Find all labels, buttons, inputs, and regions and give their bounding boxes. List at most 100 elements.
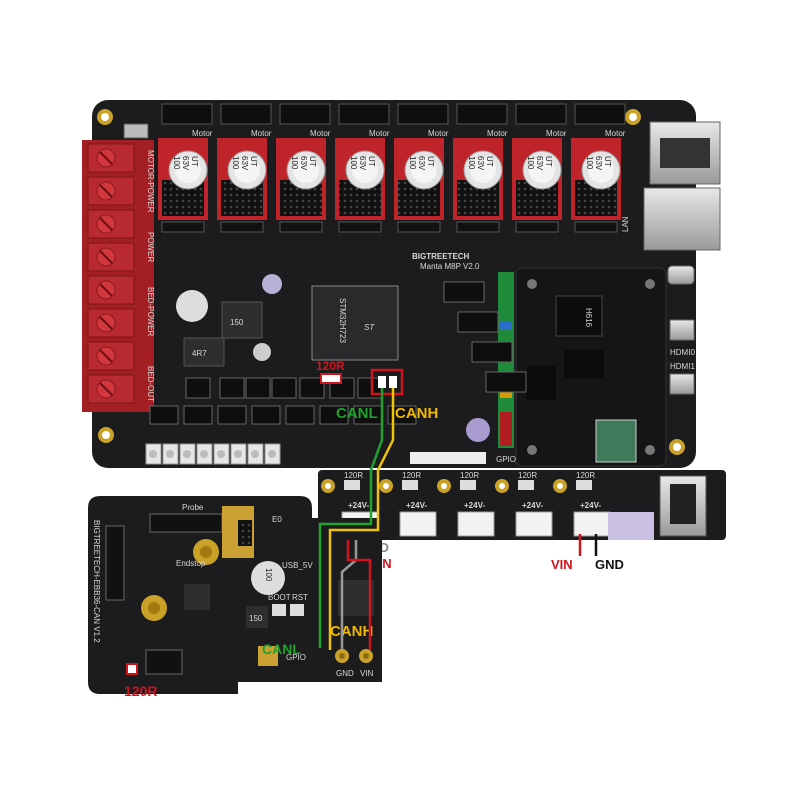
adapter-connector[interactable]	[399, 511, 437, 537]
usb-port-stack[interactable]	[643, 187, 721, 251]
endstop-header[interactable]	[443, 281, 485, 303]
motor-header[interactable]: Motor	[220, 103, 272, 138]
adapter-jumper[interactable]	[576, 480, 592, 490]
brand-text: BIGTREETECH	[412, 252, 470, 261]
motor-label: Motor	[310, 129, 331, 138]
wire-vin	[346, 540, 372, 650]
screw-terminal	[338, 580, 374, 616]
adapter-board: 120R+24V-120R+24V-120R+24V-120R+24V-120R…	[318, 470, 726, 540]
terminal-label-power: POWER	[146, 232, 155, 262]
bottom-terminal[interactable]	[264, 443, 281, 465]
terminal-screw[interactable]	[87, 308, 135, 338]
probe-header[interactable]	[149, 513, 223, 533]
tool-120r-jumper[interactable]	[126, 663, 138, 675]
bottom-terminal[interactable]	[179, 443, 196, 465]
terminal-screw[interactable]	[87, 242, 135, 272]
driver-cap-text: UT	[190, 156, 199, 167]
adapter-jumper[interactable]	[460, 480, 476, 490]
terminal-screw[interactable]	[87, 374, 135, 404]
right-gnd-label: GND	[595, 557, 624, 572]
motor-header[interactable]: Motor	[456, 103, 508, 138]
io-header[interactable]	[217, 405, 247, 425]
fan-header[interactable]	[245, 377, 271, 399]
adapter-voltage-label: +24V-	[522, 501, 543, 510]
adapter-jumper[interactable]	[402, 480, 418, 490]
fan-header[interactable]	[299, 377, 325, 399]
driver-cap-text: UT	[367, 156, 376, 167]
motor-label: Motor	[546, 129, 567, 138]
endstop-header[interactable]	[485, 371, 527, 393]
adapter-connector[interactable]	[573, 511, 611, 537]
bottom-terminal[interactable]	[230, 443, 247, 465]
io-header[interactable]	[183, 405, 213, 425]
main-120r-jumper[interactable]	[320, 373, 342, 384]
capacitor	[176, 290, 208, 322]
terminal-screw[interactable]	[87, 143, 135, 173]
boot-button[interactable]	[272, 604, 286, 616]
main-canl-label: CANL	[336, 405, 378, 422]
terminal-screw[interactable]	[87, 341, 135, 371]
main-board: MOTOR-POWER POWER BED-POWER BED-OUT Moto…	[82, 100, 721, 468]
endstop-header[interactable]	[457, 311, 499, 333]
motor-header[interactable]: Motor	[279, 103, 331, 138]
endstop-header[interactable]	[471, 341, 513, 363]
bottom-terminal[interactable]	[196, 443, 213, 465]
bottom-terminal[interactable]	[247, 443, 264, 465]
toolhead-board: Probe E0 BIGTREETECH-EBB36-CAN V1.2 Ends…	[88, 496, 382, 694]
io-header[interactable]	[149, 405, 179, 425]
motor-header[interactable]: Motor	[574, 103, 626, 138]
terminal-screws	[87, 143, 135, 404]
adapter-connector[interactable]	[457, 511, 495, 537]
bottom-terminal[interactable]	[213, 443, 230, 465]
adapter-jumper-label: 120R	[518, 471, 537, 480]
terminal-screw[interactable]	[87, 275, 135, 305]
adapter-voltage-label: +24V-	[406, 501, 427, 510]
hdmi-port-0[interactable]	[669, 319, 695, 341]
toolhead-can-header[interactable]	[258, 646, 278, 666]
driver-cap-text: 100	[408, 156, 417, 170]
bottom-terminal[interactable]	[162, 443, 179, 465]
motor-header[interactable]: Motor	[161, 103, 213, 138]
io-header[interactable]	[251, 405, 281, 425]
toolhead-mcu	[184, 584, 210, 610]
main-can-port[interactable]	[370, 368, 404, 396]
adapter-voltage-label: +24V-	[464, 501, 485, 510]
wires	[318, 388, 598, 650]
adapter-jumper[interactable]	[518, 480, 534, 490]
ribbon-connector	[410, 452, 486, 464]
motor-header[interactable]: Motor	[397, 103, 449, 138]
tool-120r-label: 120R	[124, 683, 157, 699]
motor-header[interactable]: Motor	[338, 103, 390, 138]
fan-header[interactable]	[145, 649, 183, 675]
terminal-screw[interactable]	[87, 209, 135, 239]
adapter-connector[interactable]	[515, 511, 553, 537]
usb-c-port[interactable]	[667, 265, 695, 285]
fan-header[interactable]	[219, 377, 245, 399]
terminal-screw[interactable]	[87, 176, 135, 206]
io-header[interactable]	[387, 405, 417, 425]
motor-label: Motor	[192, 129, 213, 138]
hdmi-port-1[interactable]	[669, 373, 695, 395]
capacitor	[466, 418, 490, 442]
svg-text:100: 100	[264, 568, 273, 582]
tool-canl-label: CANL	[262, 641, 301, 657]
bottom-terminal[interactable]	[145, 443, 162, 465]
io-header[interactable]	[285, 405, 315, 425]
side-pin-header[interactable]	[105, 525, 125, 601]
fan-header[interactable]	[271, 377, 297, 399]
terminal-label-bed-out: BED-OUT	[146, 366, 155, 402]
svg-text:RST: RST	[292, 593, 308, 602]
motor-header[interactable]: Motor	[515, 103, 567, 138]
adapter-voltage-label: +24V-	[348, 501, 369, 510]
adapter-jumper[interactable]	[344, 480, 360, 490]
fan-header[interactable]	[185, 377, 211, 399]
rst-button[interactable]	[290, 604, 304, 616]
power-switch[interactable]	[123, 123, 149, 139]
io-header[interactable]	[319, 405, 349, 425]
hdmi1-label: HDMI1	[670, 362, 695, 371]
